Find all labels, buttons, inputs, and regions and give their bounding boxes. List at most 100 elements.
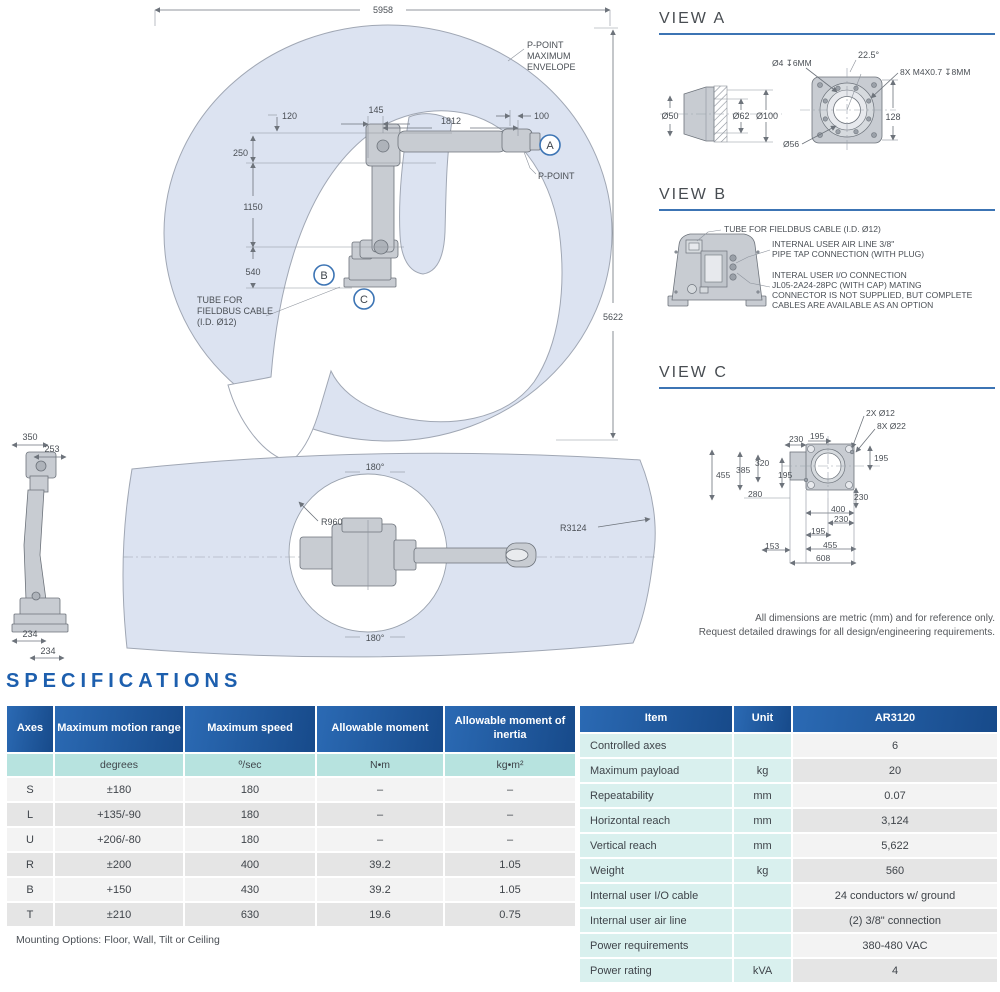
dim-c-195-top: 195 bbox=[810, 431, 824, 441]
dim-1150: 1150 bbox=[243, 202, 262, 212]
item-row-repeatability: Repeatability mm 0.07 bbox=[580, 784, 997, 807]
cell-unit: kg bbox=[734, 859, 791, 882]
cell-item: Horizontal reach bbox=[580, 809, 732, 832]
item-header-unit: Unit bbox=[734, 706, 791, 732]
view-c-dimensions: 2X Ø12 8X Ø22 230 195 195 455 385 320 19… bbox=[709, 408, 906, 566]
robot-top-view: 180° 180° R960 R3124 bbox=[122, 452, 657, 658]
cell-unit bbox=[734, 909, 791, 932]
axes-table-header: Axes Maximum motion range Maximum speed … bbox=[7, 706, 575, 752]
callout-b-circle bbox=[313, 264, 335, 286]
cell-speed: 180 bbox=[185, 803, 315, 826]
view-b-drawing: TUBE FOR FIELDBUS CABLE (I.D. Ø12) INTER… bbox=[667, 224, 973, 310]
flange-side-view: Ø50 Ø62 Ø100 bbox=[660, 85, 782, 143]
base-plate-view bbox=[782, 436, 880, 498]
specifications-heading: SPECIFICATIONS bbox=[6, 670, 243, 692]
item-row-air-line: Internal user air line (2) 3/8" connecti… bbox=[580, 909, 997, 932]
cell-axis: S bbox=[7, 778, 53, 801]
item-row-io-cable: Internal user I/O cable 24 conductors w/… bbox=[580, 884, 997, 907]
envelope-label-line2: MAXIMUM bbox=[527, 51, 571, 61]
label-8x-o22: 8X Ø22 bbox=[877, 421, 906, 431]
dim-c-195-right: 195 bbox=[874, 453, 888, 463]
axes-header-inertia: Allowable moment of inertia bbox=[445, 706, 575, 752]
dim-o56: Ø56 bbox=[783, 139, 799, 149]
robot-side-view: 350 253 234 234 bbox=[11, 432, 69, 661]
cell-unit bbox=[734, 884, 791, 907]
callout-a-circle bbox=[539, 134, 561, 156]
dim-180-top: 180° bbox=[366, 462, 385, 472]
dim-c-320: 320 bbox=[755, 458, 769, 468]
dim-c-195-bottom: 195 bbox=[811, 526, 825, 536]
cell-unit: mm bbox=[734, 809, 791, 832]
cell-inertia: 1.05 bbox=[445, 878, 575, 901]
label-2x-o12: 2X Ø12 bbox=[866, 408, 895, 418]
envelope-dimensions: 5958 5622 120 250 1150 540 bbox=[154, 5, 623, 441]
cell-speed: 180 bbox=[185, 778, 315, 801]
cell-item: Controlled axes bbox=[580, 734, 732, 757]
axes-row-u: U +206/-80 180 – – bbox=[7, 828, 575, 851]
view-c-heading: VIEW C bbox=[659, 364, 995, 389]
cell-moment: 39.2 bbox=[317, 853, 443, 876]
dim-c-455-bottom: 455 bbox=[823, 540, 837, 550]
unit-blank bbox=[7, 754, 53, 776]
dim-234b: 234 bbox=[40, 646, 55, 656]
dim-c-230-bottom: 230 bbox=[834, 514, 848, 524]
item-table-header: Item Unit AR3120 bbox=[580, 706, 997, 732]
dim-c-230-right: 230 bbox=[854, 492, 868, 502]
dimensions-note-line1: All dimensions are metric (mm) and for r… bbox=[755, 613, 995, 624]
view-a-heading: VIEW A bbox=[659, 10, 995, 35]
dim-5958: 5958 bbox=[373, 5, 393, 15]
axes-header-speed: Maximum speed bbox=[185, 706, 315, 752]
dim-c-400: 400 bbox=[831, 504, 845, 514]
cell-range: ±210 bbox=[55, 903, 183, 926]
dim-180-bottom: 180° bbox=[366, 633, 385, 643]
cell-inertia: – bbox=[445, 803, 575, 826]
cell-value: 20 bbox=[793, 759, 997, 782]
axes-row-l: L +135/-90 180 – – bbox=[7, 803, 575, 826]
dim-o62: Ø62 bbox=[732, 111, 749, 121]
cell-axis: R bbox=[7, 853, 53, 876]
view-c-drawing: 2X Ø12 8X Ø22 230 195 195 455 385 320 19… bbox=[709, 408, 906, 566]
dim-c-455-left: 455 bbox=[716, 470, 730, 480]
axes-row-b: B +150 430 39.2 1.05 bbox=[7, 878, 575, 901]
dim-540: 540 bbox=[245, 267, 260, 277]
flange-face-view: 22.5° Ø4 ↧6MM 8X M4X0.7 ↧8MM 128 Ø56 bbox=[772, 50, 970, 152]
callout-c: C bbox=[360, 294, 368, 306]
unit-degrees: degrees bbox=[55, 754, 183, 776]
unit-deg-sec: º/sec bbox=[185, 754, 315, 776]
cell-range: +135/-90 bbox=[55, 803, 183, 826]
dim-r960: R960 bbox=[321, 517, 343, 527]
dim-145: 145 bbox=[368, 105, 383, 115]
dim-234a: 234 bbox=[22, 629, 37, 639]
cell-item: Internal user I/O cable bbox=[580, 884, 732, 907]
cell-axis: U bbox=[7, 828, 53, 851]
callout-b: B bbox=[320, 270, 327, 282]
cell-speed: 400 bbox=[185, 853, 315, 876]
axes-header-axes: Axes bbox=[7, 706, 53, 752]
cell-range: +150 bbox=[55, 878, 183, 901]
unit-nm: N•m bbox=[317, 754, 443, 776]
dim-1812: 1812 bbox=[441, 116, 461, 126]
view-b-labels: TUBE FOR FIELDBUS CABLE (I.D. Ø12) INTER… bbox=[696, 224, 973, 310]
cell-item: Repeatability bbox=[580, 784, 732, 807]
dim-c-385: 385 bbox=[736, 465, 750, 475]
cell-axis: T bbox=[7, 903, 53, 926]
axes-row-t: T ±210 630 19.6 0.75 bbox=[7, 903, 575, 926]
label-io-4: CABLES ARE AVAILABLE AS AN OPTION bbox=[772, 300, 933, 310]
label-air-line-2: PIPE TAP CONNECTION (WITH PLUG) bbox=[772, 249, 924, 259]
cell-item: Weight bbox=[580, 859, 732, 882]
cell-value: 560 bbox=[793, 859, 997, 882]
robot-dimension-drawing: 5958 5622 120 250 1150 540 bbox=[11, 5, 657, 661]
base-connector-view bbox=[667, 233, 767, 307]
cell-unit: kVA bbox=[734, 959, 791, 982]
cell-item: Vertical reach bbox=[580, 834, 732, 857]
item-row-max-payload: Maximum payload kg 20 bbox=[580, 759, 997, 782]
dim-350: 350 bbox=[22, 432, 37, 442]
cell-value: 6 bbox=[793, 734, 997, 757]
cell-speed: 430 bbox=[185, 878, 315, 901]
axes-row-s: S ±180 180 – – bbox=[7, 778, 575, 801]
axes-row-r: R ±200 400 39.2 1.05 bbox=[7, 853, 575, 876]
dim-c-280: 280 bbox=[748, 489, 762, 499]
cell-item: Maximum payload bbox=[580, 759, 732, 782]
callout-a: A bbox=[546, 140, 554, 152]
